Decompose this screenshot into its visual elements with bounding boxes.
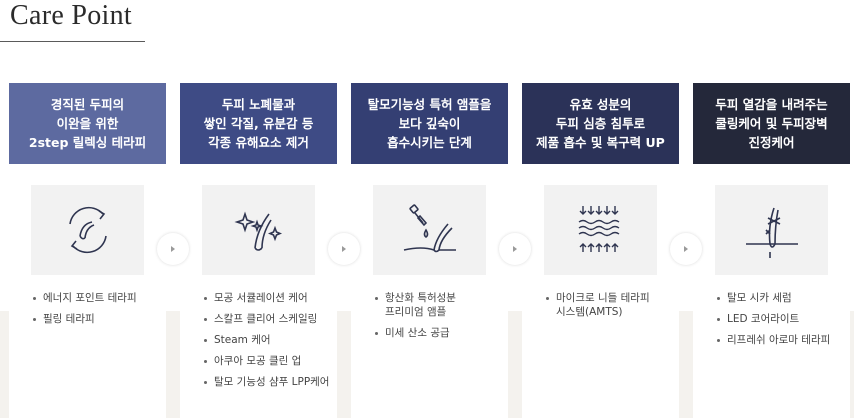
dropper-ampoule-icon	[403, 204, 456, 253]
page-title: Care Point	[10, 0, 132, 31]
title-underline	[0, 41, 145, 42]
card-icon-box	[31, 185, 144, 275]
card-heading-box: 두피 열감을 내려주는 쿨링케어 및 두피장벽 진정케어	[693, 83, 850, 164]
card-heading: 탈모기능성 특허 앰플을 보다 깊숙이 흡수시키는 단계	[367, 97, 492, 150]
card-bullet-list: 항산화 특허성분 프리미엄 앰플 미세 산소 공급	[373, 291, 456, 347]
care-step-card-1: 경직된 두피의 이완을 위한 2step 릴렉싱 테라피 에너지 포인트 테라피…	[9, 83, 166, 418]
chevron-right-icon	[513, 246, 517, 252]
care-step-card-5: 두피 열감을 내려주는 쿨링케어 및 두피장벽 진정케어 탈모 시카 세럼 LE…	[693, 83, 850, 418]
care-step-card-3: 탈모기능성 특허 앰플을 보다 깊숙이 흡수시키는 단계 항산화 특허성분 프리…	[351, 83, 508, 418]
card-heading: 경직된 두피의 이완을 위한 2step 릴렉싱 테라피	[28, 97, 147, 150]
card-icon-box	[544, 185, 657, 275]
card-bullet-list: 탈모 시카 세럼 LED 코어라이트 리프레쉬 아로마 테라피	[715, 291, 830, 354]
chevron-right-icon	[684, 246, 688, 252]
card-heading-box: 탈모기능성 특허 앰플을 보다 깊숙이 흡수시키는 단계	[351, 83, 508, 164]
card-heading-box: 두피 노폐물과 쌓인 각질, 유분감 등 각종 유해요소 제거	[180, 83, 337, 164]
card-heading: 유효 성분의 두피 심층 침투로 제품 흡수 및 복구력 UP	[536, 97, 665, 150]
card-icon-box	[373, 185, 486, 275]
next-step-arrow-1	[157, 233, 189, 265]
chevron-right-icon	[171, 246, 175, 252]
list-item: Steam 케어	[202, 333, 329, 347]
next-step-arrow-4	[670, 233, 702, 265]
care-step-card-4: 유효 성분의 두피 심층 침투로 제품 흡수 및 복구력 UP 마이크로 니들 …	[522, 83, 679, 418]
card-heading-box: 경직된 두피의 이완을 위한 2step 릴렉싱 테라피	[9, 83, 166, 164]
card-bullet-list: 모공 서큘레이션 케어 스칼프 클리어 스케일링 Steam 케어 아쿠아 모공…	[202, 291, 329, 396]
card-bullet-list: 마이크로 니들 테라피 시스템(AMTS)	[544, 291, 650, 326]
list-item: 필링 테라피	[31, 312, 137, 326]
list-item: 탈모 기능성 샴푸 LPP케어	[202, 375, 329, 389]
list-item: 모공 서큘레이션 케어	[202, 291, 329, 305]
card-heading: 두피 열감을 내려주는 쿨링케어 및 두피장벽 진정케어	[715, 97, 828, 150]
card-heading-box: 유효 성분의 두피 심층 침투로 제품 흡수 및 복구력 UP	[522, 83, 679, 164]
list-item: 항산화 특허성분 프리미엄 앰플	[373, 291, 456, 319]
next-step-arrow-2	[328, 233, 360, 265]
care-step-card-2: 두피 노폐물과 쌓인 각질, 유분감 등 각종 유해요소 제거 모공 서큘레이션…	[180, 83, 337, 418]
card-bullet-list: 에너지 포인트 테라피 필링 테라피	[31, 291, 137, 333]
scalp-relax-cycle-icon	[68, 206, 107, 254]
list-item: 스칼프 클리어 스케일링	[202, 312, 329, 326]
list-item: 마이크로 니들 테라피 시스템(AMTS)	[544, 291, 650, 319]
card-heading: 두피 노폐물과 쌓인 각질, 유분감 등 각종 유해요소 제거	[203, 97, 314, 150]
next-step-arrow-3	[499, 233, 531, 265]
deep-penetration-waves-icon	[578, 206, 619, 252]
list-item: 리프레쉬 아로마 테라피	[715, 333, 830, 347]
list-item: 미세 산소 공급	[373, 326, 456, 340]
cooling-hair-follicle-icon	[745, 207, 798, 258]
card-icon-box	[715, 185, 828, 275]
sparkle-clean-hair-icon	[233, 211, 282, 251]
list-item: 탈모 시카 세럼	[715, 291, 830, 305]
list-item: 아쿠아 모공 클린 업	[202, 354, 329, 368]
list-item: 에너지 포인트 테라피	[31, 291, 137, 305]
list-item: LED 코어라이트	[715, 312, 830, 326]
card-icon-box	[202, 185, 315, 275]
chevron-right-icon	[342, 246, 346, 252]
